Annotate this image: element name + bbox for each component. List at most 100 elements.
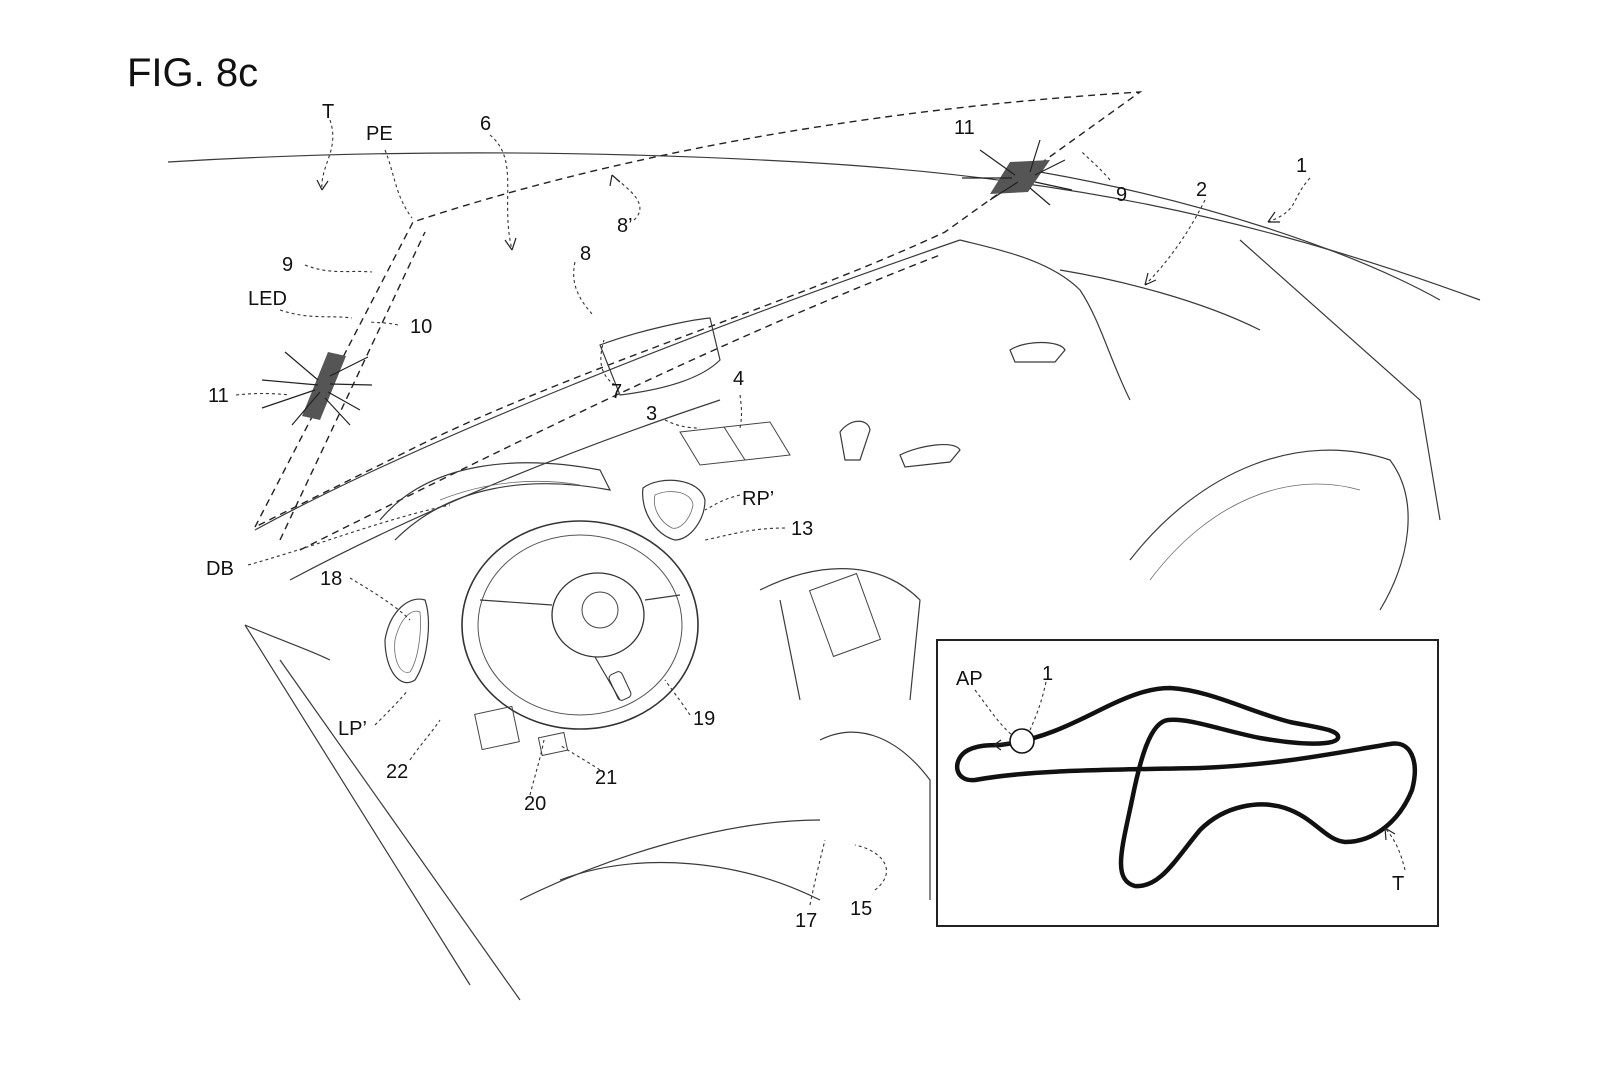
dashboard-lower-edge [289,399,721,581]
arrow-T [316,179,329,191]
ref-DB: DB [206,558,234,580]
steering-wheel-button [608,671,632,701]
floor-line [519,819,821,901]
steering-wheel-spokes [479,594,681,701]
door-right-outline [1239,239,1441,521]
leader-18 [349,577,411,621]
leader-3 [664,419,701,429]
track-inset: AP 1 T [936,639,1439,927]
windshield-outline [253,91,1143,529]
car-body-outline [167,152,1481,1001]
ref-7: 7 [611,381,622,403]
ref-10: 10 [410,316,432,338]
start-point-AP [1009,728,1035,754]
ref-11-left: 11 [208,385,229,407]
leader-19 [664,679,691,716]
pedal-right [537,731,569,757]
leader-20 [529,739,545,796]
arrow-8p [609,174,621,187]
leader-9-left [304,264,373,273]
leader-17 [809,839,826,906]
arrow-1 [1267,211,1280,223]
console-left [779,599,801,701]
ref-18: 18 [320,568,342,590]
leader-21 [559,744,601,771]
start-direction-arrow [993,739,1011,751]
ref-PE: PE [366,123,393,145]
body-line-right [1039,171,1441,301]
reference-labels: T PE 6 11 9 8 8’ 9 2 1 LED 10 11 7 4 3 R… [206,101,1307,932]
driver-seat-bolster [819,731,931,900]
ref-1: 1 [1296,155,1307,177]
ref-8: 8 [580,243,591,265]
ref-RP-prime: RP’ [742,488,774,510]
inset-frame [936,639,1439,927]
ref-13: 13 [791,518,813,540]
ref-9-left: 9 [282,254,293,276]
vent-left [384,598,429,684]
leader-8p [614,177,641,221]
ref-2: 2 [1196,179,1207,201]
led-strips [261,139,1073,426]
leader-10 [369,321,399,326]
dashboard-top-edge [254,239,961,531]
leader-inset-T [1384,827,1406,871]
instrument-hood [379,462,612,541]
ref-T: T [322,101,334,123]
leader-1 [1267,177,1311,223]
arrow-6 [504,237,517,251]
driver-seat-cushion [559,861,821,901]
ref-6: 6 [480,113,491,135]
windshield [253,91,1143,551]
door-top-left [244,624,331,661]
ref-LED: LED [248,288,287,310]
vent-right-of-wheel [642,479,706,541]
ref-17: 17 [795,910,817,932]
steering-wheel-logo [581,591,619,629]
hud-area [599,317,721,396]
leader-2 [1144,199,1206,286]
light-rays-left [261,351,373,426]
passenger-seat-inner [1149,483,1361,581]
leader-lines [235,119,1311,906]
windshield-pillar-left-inner [279,231,426,541]
figure-title: FIG. 8c [127,51,258,95]
door-inner-left [279,659,521,1001]
leader-T [321,119,334,191]
leader-11-left [235,392,291,396]
instrument-cluster [439,480,581,501]
ref-LP-prime: LP’ [338,718,367,740]
steering-wheel-rim-inner [477,534,683,716]
inset-ref-1: 1 [1042,663,1053,685]
leader-LED [279,309,353,319]
vent-center-right [899,444,961,468]
vent-left-inner [394,610,421,673]
leader-15 [854,844,887,891]
ref-20: 20 [524,793,546,815]
leader-6 [489,134,513,251]
door-line-left [244,624,471,986]
light-rays-right [962,139,1073,206]
leader-8 [573,261,593,315]
ref-19: 19 [693,708,715,730]
ref-21: 21 [595,767,617,789]
inset-ref-T: T [1392,873,1404,895]
leader-9-right [1081,151,1111,181]
leader-4 [739,394,743,429]
led-strip-left [302,352,346,420]
passenger-seat-back [1129,449,1409,611]
leader-RPp [704,494,741,511]
steering-wheel [461,520,699,757]
steering-wheel-hub [551,572,645,658]
ref-9-right: 9 [1116,184,1127,206]
inset-ref-AP: AP [956,668,983,690]
leader-inset-1 [1029,681,1047,731]
arrow-inset-T [1384,827,1396,841]
race-track-line [954,685,1418,889]
steering-wheel-rim-outer [461,520,699,730]
display-zone-divider [723,426,746,461]
console-top [759,568,921,701]
vent-passenger-top [1009,341,1066,363]
led-strip-right [990,160,1050,194]
